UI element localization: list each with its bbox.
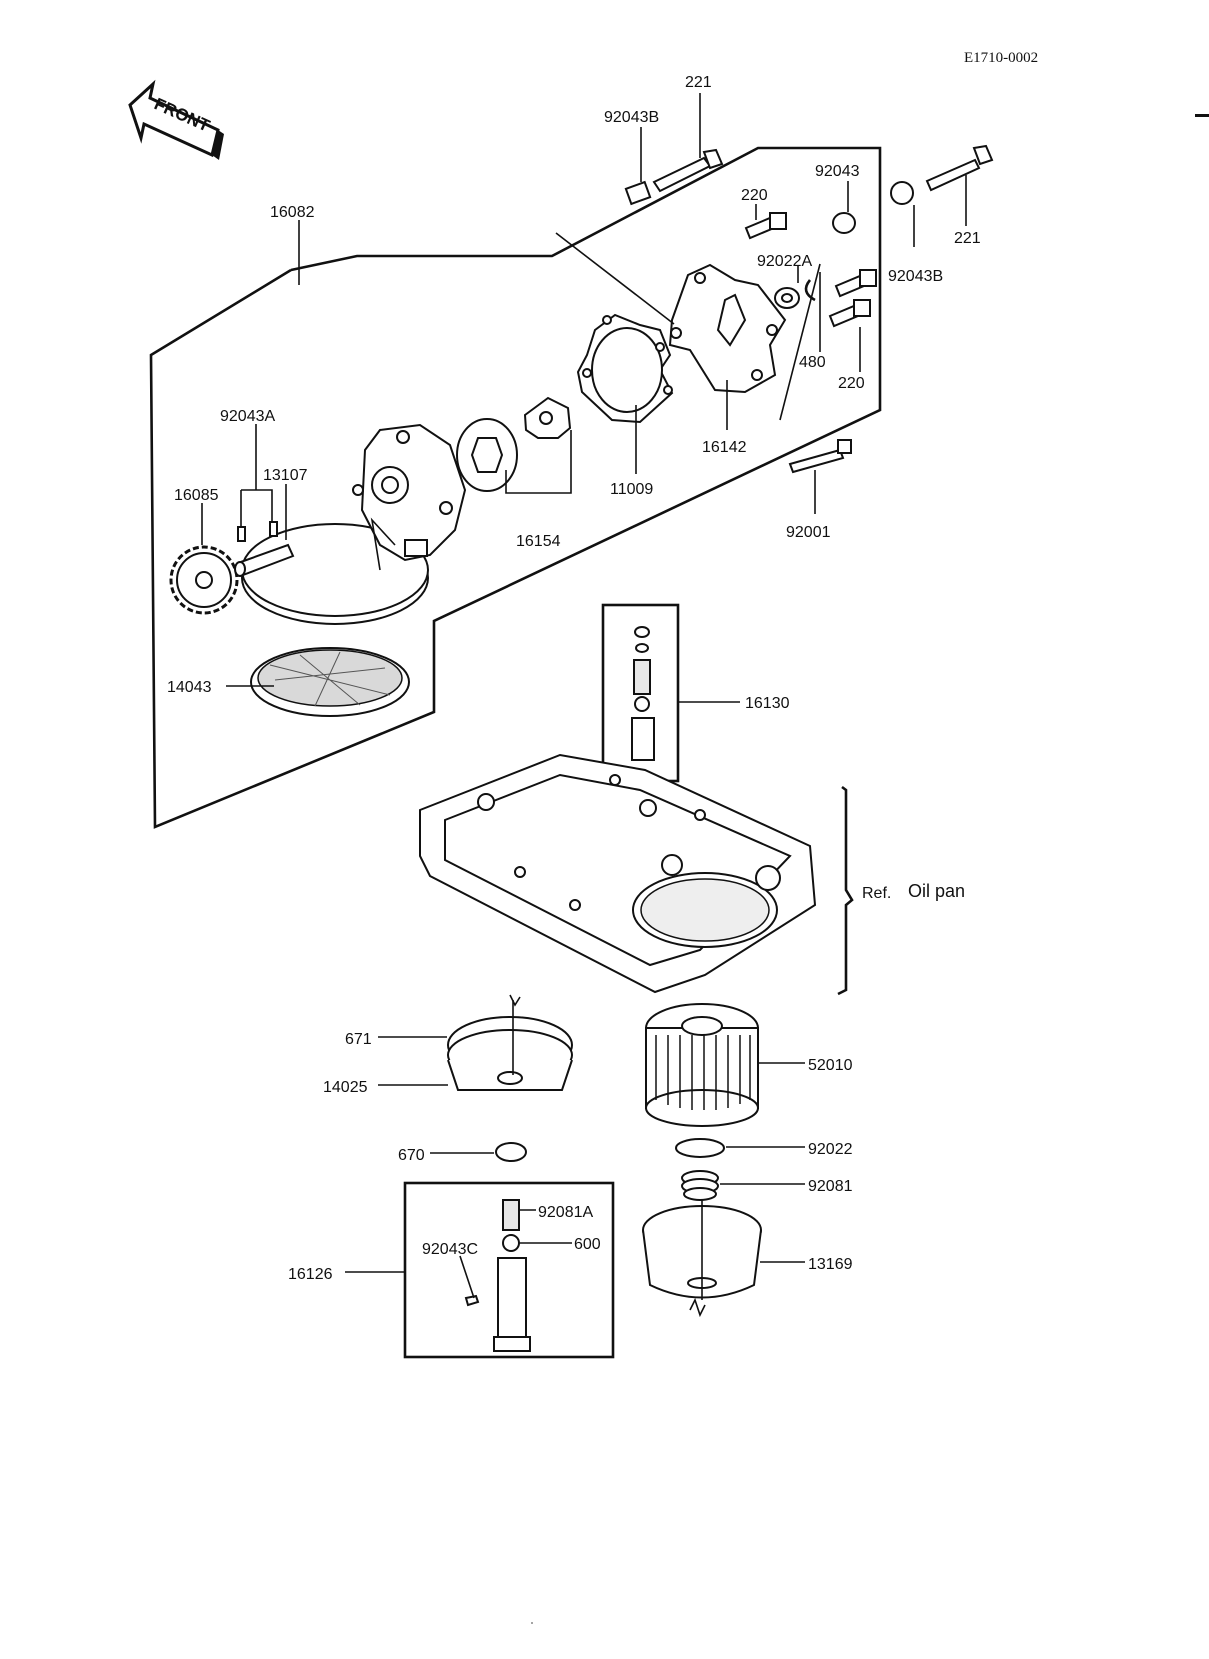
part-label: 16154 (516, 533, 561, 550)
part-label: 92081 (808, 1178, 853, 1195)
part-label: 670 (398, 1147, 425, 1164)
oil-filter (645, 1003, 759, 1127)
oil-pan-bracket (837, 785, 854, 996)
oil-pump-body (241, 423, 467, 625)
part-label: 16130 (745, 695, 790, 712)
part-label: 16085 (174, 487, 219, 504)
oil-strainer (250, 647, 410, 717)
part-label: 221 (685, 74, 712, 91)
margin-mark (1195, 114, 1209, 117)
part-label: 671 (345, 1031, 372, 1048)
front-direction-arrow: FRONT (128, 79, 224, 160)
filter-parts (495, 1138, 762, 1318)
part-label: 92022A (757, 253, 812, 270)
part-label: 52010 (808, 1057, 853, 1074)
part-label: 220 (741, 187, 768, 204)
ref-oil-pan-label: Oil pan (908, 881, 965, 901)
speck (531, 1622, 533, 1624)
pump-shaft (234, 521, 295, 577)
part-label: 480 (799, 354, 826, 371)
part-label: 92043B (888, 268, 943, 285)
part-label: 600 (574, 1236, 601, 1253)
pan-strainer (447, 994, 573, 1091)
part-label: 14025 (323, 1079, 368, 1096)
part-label: 92081A (538, 1204, 593, 1221)
pump-fasteners (624, 144, 994, 474)
sprocket-gear (169, 545, 239, 615)
pump-gasket (576, 313, 674, 424)
part-label: 16082 (270, 204, 315, 221)
oil-pan (419, 753, 817, 994)
part-label: 92022 (808, 1141, 853, 1158)
part-label: 14043 (167, 679, 212, 696)
part-label: 92043A (220, 408, 275, 425)
ref-label: Ref. (862, 885, 891, 902)
part-label: 92001 (786, 524, 831, 541)
pump-assembly-boundary (149, 146, 882, 829)
part-label: 221 (954, 230, 981, 247)
part-label: 220 (838, 375, 865, 392)
part-label: 92043B (604, 109, 659, 126)
part-label: 13107 (263, 467, 308, 484)
upper-leader-lines (201, 93, 967, 687)
part-label: 16126 (288, 1266, 333, 1283)
lower-leader-lines (345, 1036, 805, 1299)
part-label: 92043 (815, 163, 860, 180)
document-code: E1710-0002 (964, 50, 1038, 66)
part-labels: 221 92043B 92043 220 92022A 221 92043B 1… (167, 74, 981, 1283)
part-label: 16142 (702, 439, 747, 456)
pump-rotors (456, 396, 572, 492)
part-label: 13169 (808, 1256, 853, 1273)
part-label: 92043C (422, 1241, 478, 1258)
pump-cover (668, 263, 787, 394)
bypass-valve-box (403, 1181, 615, 1359)
part-label: 11009 (610, 481, 653, 498)
